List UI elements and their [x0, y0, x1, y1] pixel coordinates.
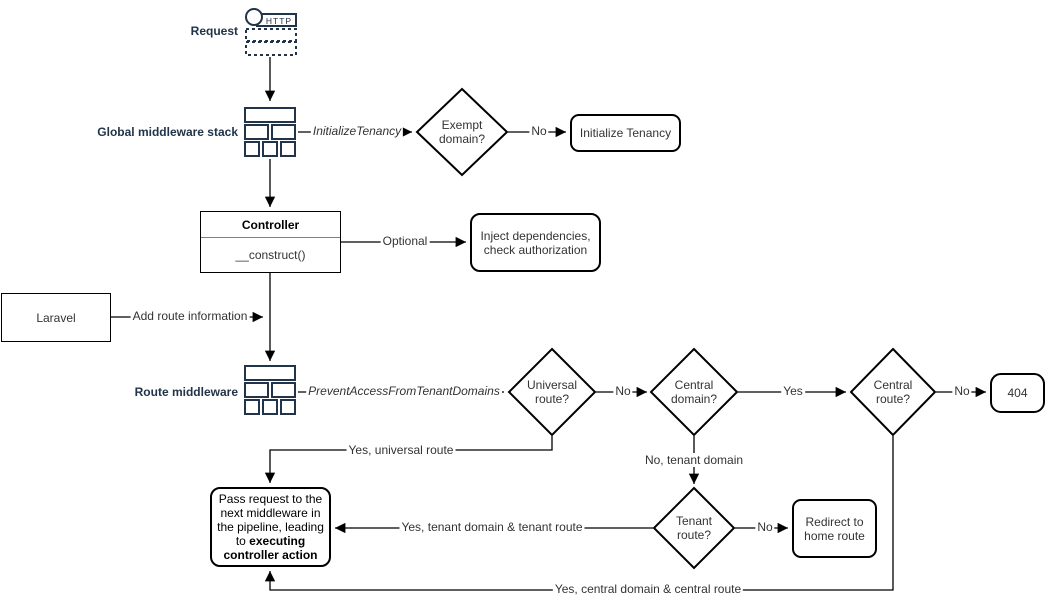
- central-domain-diamond: [649, 347, 739, 437]
- not-found-404-node: 404: [990, 373, 1045, 413]
- global-middleware-stack-icon: [244, 107, 296, 157]
- global-middleware-stack-label: Global middleware stack: [97, 125, 238, 139]
- exempt-domain-label: Exempt domain?: [438, 118, 486, 146]
- central-route-diamond: [849, 347, 937, 437]
- universal-route-label: Universal route?: [526, 378, 577, 406]
- controller-title: Controller: [201, 212, 340, 238]
- route-middleware-stack-icon: [244, 365, 296, 415]
- edge-label-yes-central-domain-route: Yes, central domain & central route: [552, 582, 744, 596]
- exempt-domain-diamond: [415, 87, 509, 177]
- redirect-home-node: Redirect to home route: [792, 499, 877, 558]
- controller-node: Controller __construct(): [200, 211, 341, 273]
- tenant-route-label: Tenant route?: [675, 514, 713, 542]
- edge-label-add-route-information: Add route information: [130, 309, 250, 323]
- edge-label-exempt-no: No: [529, 124, 549, 138]
- pass-request-node: Pass request to the next middleware in t…: [210, 487, 331, 567]
- universal-route-diamond: [507, 347, 597, 437]
- central-route-label: Central route?: [873, 378, 913, 406]
- dashed-row-2: [245, 41, 297, 56]
- http-icon-label: HTTP: [266, 16, 292, 26]
- edge-label-initialize-tenancy: InitializeTenancy: [310, 124, 404, 138]
- edge-label-yes-tenant-domain-route: Yes, tenant domain & tenant route: [399, 520, 585, 534]
- http-request-icon: HTTP: [245, 8, 297, 56]
- edge-label-no-tenant-domain: No, tenant domain: [642, 453, 746, 467]
- edge-label-prevent-access: PreventAccessFromTenantDomains: [306, 384, 502, 398]
- edge-label-optional: Optional: [380, 234, 430, 248]
- pass-request-text: Pass request to the next middleware in t…: [217, 492, 324, 548]
- edge-label-yes-universal-route: Yes, universal route: [346, 443, 456, 457]
- central-domain-label: Central domain?: [670, 378, 718, 406]
- edge-label-universal-no: No: [613, 384, 633, 398]
- request-label: Request: [190, 24, 238, 38]
- inject-dependencies-node: Inject dependencies, check authorization: [470, 213, 601, 272]
- initialize-tenancy-node: Initialize Tenancy: [570, 114, 681, 152]
- request-circle: [245, 8, 263, 26]
- decision-diamonds: [415, 87, 937, 570]
- edge-label-tenant-no: No: [755, 520, 775, 534]
- edge-label-central-domain-yes: Yes: [781, 384, 805, 398]
- pass-request-text-bold: executing controller action: [223, 534, 318, 562]
- laravel-node: Laravel: [1, 293, 111, 342]
- route-middleware-label: Route middleware: [134, 385, 238, 399]
- dashed-row-1: [245, 28, 297, 42]
- tenant-route-diamond: [652, 486, 736, 570]
- edge-label-central-route-no: No: [952, 384, 972, 398]
- controller-method: __construct(): [235, 248, 306, 262]
